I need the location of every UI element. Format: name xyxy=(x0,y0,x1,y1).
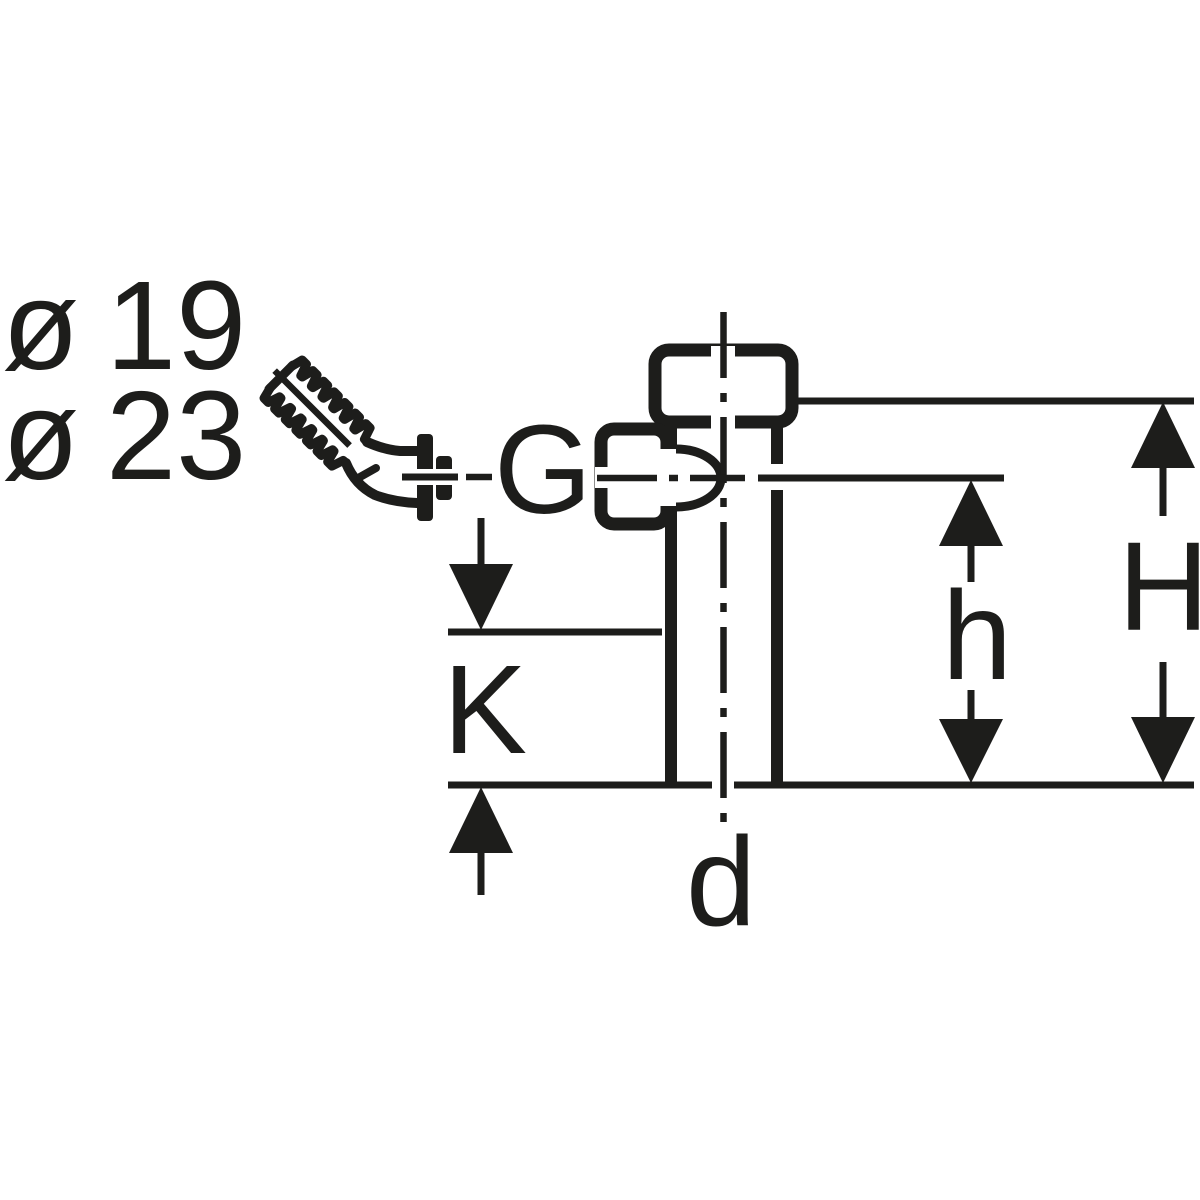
arrow-K-down xyxy=(449,518,513,630)
label-height-H: H xyxy=(1118,516,1200,657)
label-diameter-d: d xyxy=(686,811,756,952)
arrow-K-up xyxy=(449,787,513,895)
label-diameter-23-value: 23 xyxy=(106,365,246,506)
hose-assembly xyxy=(259,355,492,521)
hose-ribs-lower xyxy=(259,383,351,471)
elbow-body xyxy=(346,442,417,503)
arrow-H-down xyxy=(1131,662,1195,783)
label-diameter-23-symbol: ø xyxy=(2,365,79,506)
elbow-inner-edge xyxy=(362,437,422,456)
label-depth-K: K xyxy=(443,639,527,780)
pipe-fitting xyxy=(594,343,799,786)
arrow-h-up xyxy=(939,480,1003,582)
centerlines xyxy=(597,312,745,822)
elbow-detail-dash xyxy=(356,464,380,481)
hose-ribs-upper xyxy=(287,355,375,447)
corrugated-hose xyxy=(259,355,375,471)
label-diameter-19-value: 19 xyxy=(106,255,246,396)
dimension-arrows xyxy=(449,402,1195,895)
label-thread-G: G xyxy=(494,399,592,540)
label-diameter-19-symbol: ø xyxy=(2,255,79,396)
arrow-H-up xyxy=(1131,402,1195,516)
dimension-lines xyxy=(448,397,1194,789)
hose-centerline xyxy=(272,368,352,448)
elbow-outer-edge xyxy=(341,458,422,508)
arrow-h-down xyxy=(939,690,1003,783)
label-height-h: h xyxy=(942,565,1012,706)
labels: ø 19 ø 23 G K d h H xyxy=(2,255,1200,952)
